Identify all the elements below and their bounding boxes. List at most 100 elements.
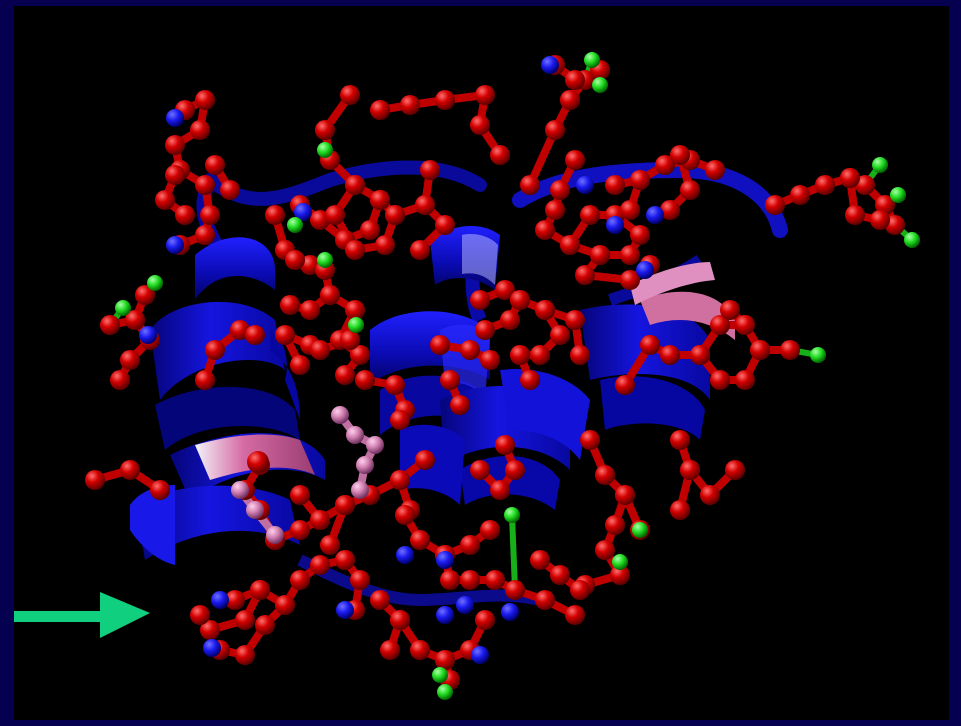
atom-halogen bbox=[904, 232, 920, 248]
atom-carbon bbox=[870, 210, 890, 230]
atom-special bbox=[366, 436, 384, 454]
atom-nitrogen bbox=[636, 261, 654, 279]
atom-carbon bbox=[460, 535, 480, 555]
atom-carbon bbox=[290, 355, 310, 375]
atom-carbon bbox=[420, 160, 440, 180]
atom-carbon bbox=[535, 590, 555, 610]
atom-halogen bbox=[348, 317, 364, 333]
atom-carbon bbox=[545, 120, 565, 140]
atom-carbon bbox=[505, 460, 525, 480]
atom-carbon bbox=[335, 495, 355, 515]
atom-halogen bbox=[872, 157, 888, 173]
atom-carbon bbox=[500, 310, 520, 330]
atom-carbon bbox=[385, 375, 405, 395]
atom-carbon bbox=[495, 435, 515, 455]
atom-carbon bbox=[570, 580, 590, 600]
atom-carbon bbox=[440, 370, 460, 390]
atom-carbon bbox=[710, 370, 730, 390]
atom-special bbox=[351, 481, 369, 499]
atom-nitrogen bbox=[606, 216, 624, 234]
atom-carbon bbox=[155, 190, 175, 210]
atom-carbon bbox=[660, 200, 680, 220]
atom-carbon bbox=[470, 290, 490, 310]
atom-carbon bbox=[250, 580, 270, 600]
atom-carbon bbox=[340, 85, 360, 105]
atom-special bbox=[231, 481, 249, 499]
atom-carbon bbox=[520, 175, 540, 195]
atom-carbon bbox=[395, 505, 415, 525]
atom-carbon bbox=[480, 520, 500, 540]
atom-nitrogen bbox=[646, 206, 664, 224]
atom-carbon bbox=[110, 370, 130, 390]
atom-carbon bbox=[530, 550, 550, 570]
atom-carbon bbox=[390, 470, 410, 490]
atom-carbon bbox=[350, 345, 370, 365]
atom-nitrogen bbox=[203, 639, 221, 657]
atom-carbon bbox=[670, 430, 690, 450]
atom-carbon bbox=[670, 145, 690, 165]
atom-carbon bbox=[670, 500, 690, 520]
atom-carbon bbox=[125, 310, 145, 330]
atom-special bbox=[266, 526, 284, 544]
atom-carbon bbox=[410, 240, 430, 260]
atom-carbon bbox=[790, 185, 810, 205]
atom-nitrogen bbox=[471, 646, 489, 664]
atom-halogen bbox=[432, 667, 448, 683]
atom-carbon bbox=[680, 460, 700, 480]
atom-carbon bbox=[470, 460, 490, 480]
atom-carbon bbox=[550, 325, 570, 345]
atom-layer bbox=[85, 52, 920, 700]
atom-carbon bbox=[530, 345, 550, 365]
atom-carbon bbox=[535, 300, 555, 320]
atom-carbon bbox=[310, 555, 330, 575]
atom-carbon bbox=[460, 570, 480, 590]
atom-carbon bbox=[400, 95, 420, 115]
bond bbox=[526, 126, 559, 189]
atom-carbon bbox=[485, 570, 505, 590]
atom-carbon bbox=[205, 155, 225, 175]
atom-carbon bbox=[345, 175, 365, 195]
atom-carbon bbox=[430, 335, 450, 355]
atom-carbon bbox=[630, 225, 650, 245]
atom-carbon bbox=[235, 610, 255, 630]
atom-carbon bbox=[280, 295, 300, 315]
atom-carbon bbox=[225, 590, 245, 610]
atom-carbon bbox=[565, 70, 585, 90]
atom-nitrogen bbox=[211, 591, 229, 609]
atom-carbon bbox=[590, 245, 610, 265]
atom-carbon bbox=[100, 315, 120, 335]
atom-carbon bbox=[175, 205, 195, 225]
atom-carbon bbox=[720, 300, 740, 320]
atom-carbon bbox=[690, 345, 710, 365]
atom-carbon bbox=[615, 375, 635, 395]
atom-special bbox=[246, 501, 264, 519]
atom-halogen bbox=[437, 684, 453, 700]
atom-carbon bbox=[410, 530, 430, 550]
atom-carbon bbox=[245, 325, 265, 345]
atom-carbon bbox=[275, 325, 295, 345]
atom-nitrogen bbox=[166, 109, 184, 127]
atom-carbon bbox=[735, 370, 755, 390]
atom-carbon bbox=[560, 90, 580, 110]
atom-halogen bbox=[287, 217, 303, 233]
atom-carbon bbox=[355, 370, 375, 390]
atom-carbon bbox=[390, 410, 410, 430]
atom-carbon bbox=[815, 175, 835, 195]
atom-carbon bbox=[680, 180, 700, 200]
atom-nitrogen bbox=[396, 546, 414, 564]
atom-carbon bbox=[135, 285, 155, 305]
atom-carbon bbox=[290, 570, 310, 590]
atom-carbon bbox=[120, 460, 140, 480]
atom-nitrogen bbox=[436, 551, 454, 569]
protein-structure-render bbox=[14, 52, 920, 700]
atom-nitrogen bbox=[139, 326, 157, 344]
atom-carbon bbox=[595, 540, 615, 560]
atom-carbon bbox=[550, 180, 570, 200]
atom-carbon bbox=[700, 485, 720, 505]
atom-carbon bbox=[615, 485, 635, 505]
atom-carbon bbox=[620, 245, 640, 265]
atom-carbon bbox=[640, 335, 660, 355]
atom-carbon bbox=[510, 345, 530, 365]
atom-carbon bbox=[335, 365, 355, 385]
